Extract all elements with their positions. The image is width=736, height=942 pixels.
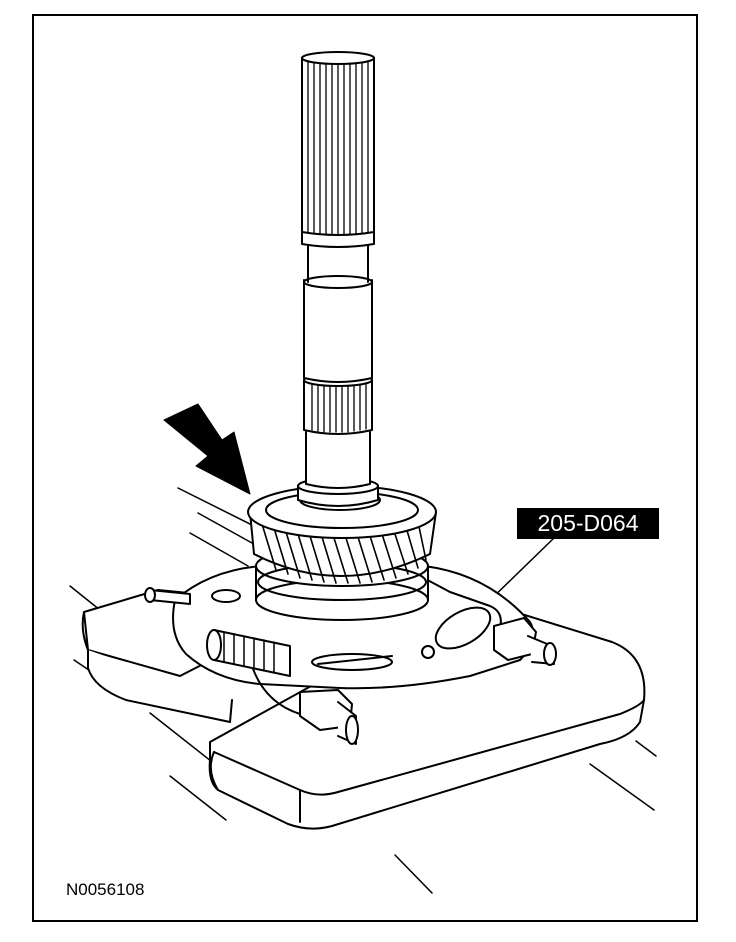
gear-assembly [247,485,437,621]
figure-border [32,14,698,922]
main-shaft [297,51,379,507]
guide-lines [69,487,657,894]
figure-id: N0056108 [66,880,145,899]
arrow-pointer-icon [163,403,251,495]
tool-number-label: 205-D064 [517,508,659,539]
splitter-bolts [144,587,557,745]
